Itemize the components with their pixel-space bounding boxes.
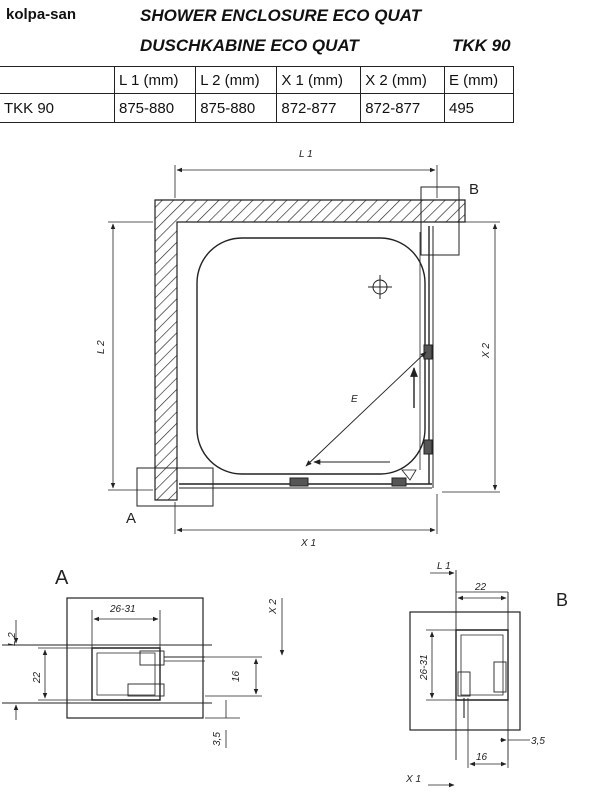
- main-plan-view: [108, 165, 500, 534]
- label-x1: X 1: [300, 538, 316, 549]
- spec-header-cell: [0, 66, 115, 94]
- detail-a-label-x2: X 2: [268, 599, 279, 615]
- brand-logo: kolpa-san: [6, 6, 77, 23]
- title-english: SHOWER ENCLOSURE ECO QUAT: [140, 6, 422, 25]
- label-e: E: [351, 394, 358, 405]
- detail-b-label-x1: X 1: [405, 774, 421, 785]
- detail-a-dim-22: 22: [32, 671, 43, 684]
- spec-header-cell: E (mm): [444, 66, 514, 94]
- dim-line-e: [305, 351, 427, 467]
- shower-tray: [196, 237, 426, 475]
- spec-header-row: L 1 (mm) L 2 (mm) X 1 (mm) X 2 (mm) E (m…: [0, 66, 514, 94]
- spec-cell: 495: [444, 93, 514, 123]
- detail-a-label-l2: L 2: [7, 632, 18, 646]
- spec-cell: TKK 90: [0, 93, 115, 123]
- label-l2: L 2: [96, 340, 107, 354]
- detail-marker-a-label: A: [126, 510, 136, 527]
- detail-b-label-l1: L 1: [437, 561, 451, 572]
- label-l1: L 1: [299, 149, 313, 160]
- model-code: TKK 90: [452, 36, 511, 55]
- wall-hatched: [154, 199, 466, 501]
- detail-b-dim-3-5: 3,5: [531, 736, 545, 747]
- detail-a-view: [2, 597, 285, 748]
- detail-b-dim-22: 22: [474, 582, 487, 593]
- detail-a-dim-16: 16: [231, 670, 242, 682]
- detail-a-dim-26-31: 26-31: [109, 604, 136, 615]
- detail-marker-b-label: B: [469, 181, 479, 198]
- label-x2: X 2: [481, 343, 492, 359]
- spec-cell: 872-877: [276, 93, 362, 123]
- detail-b-dim-26-31: 26-31: [419, 654, 430, 681]
- spec-cell: 875-880: [195, 93, 278, 123]
- detail-marker-a: [136, 467, 214, 507]
- spec-table: L 1 (mm) L 2 (mm) X 1 (mm) X 2 (mm) E (m…: [0, 66, 514, 123]
- detail-b-dim-16: 16: [476, 752, 488, 763]
- drain-icon: [368, 275, 392, 299]
- spec-header-cell: X 1 (mm): [276, 66, 362, 94]
- spec-row: TKK 90 875-880 875-880 872-877 872-877 4…: [0, 93, 514, 123]
- title-german: DUSCHKABINE ECO QUAT: [140, 36, 359, 55]
- detail-b-view: [409, 570, 530, 788]
- spec-cell: 872-877: [360, 93, 445, 123]
- detail-marker-b: [420, 186, 460, 256]
- detail-b-title: B: [556, 590, 568, 610]
- detail-a-title: A: [55, 567, 69, 589]
- detail-a-dim-3-5: 3,5: [212, 732, 223, 746]
